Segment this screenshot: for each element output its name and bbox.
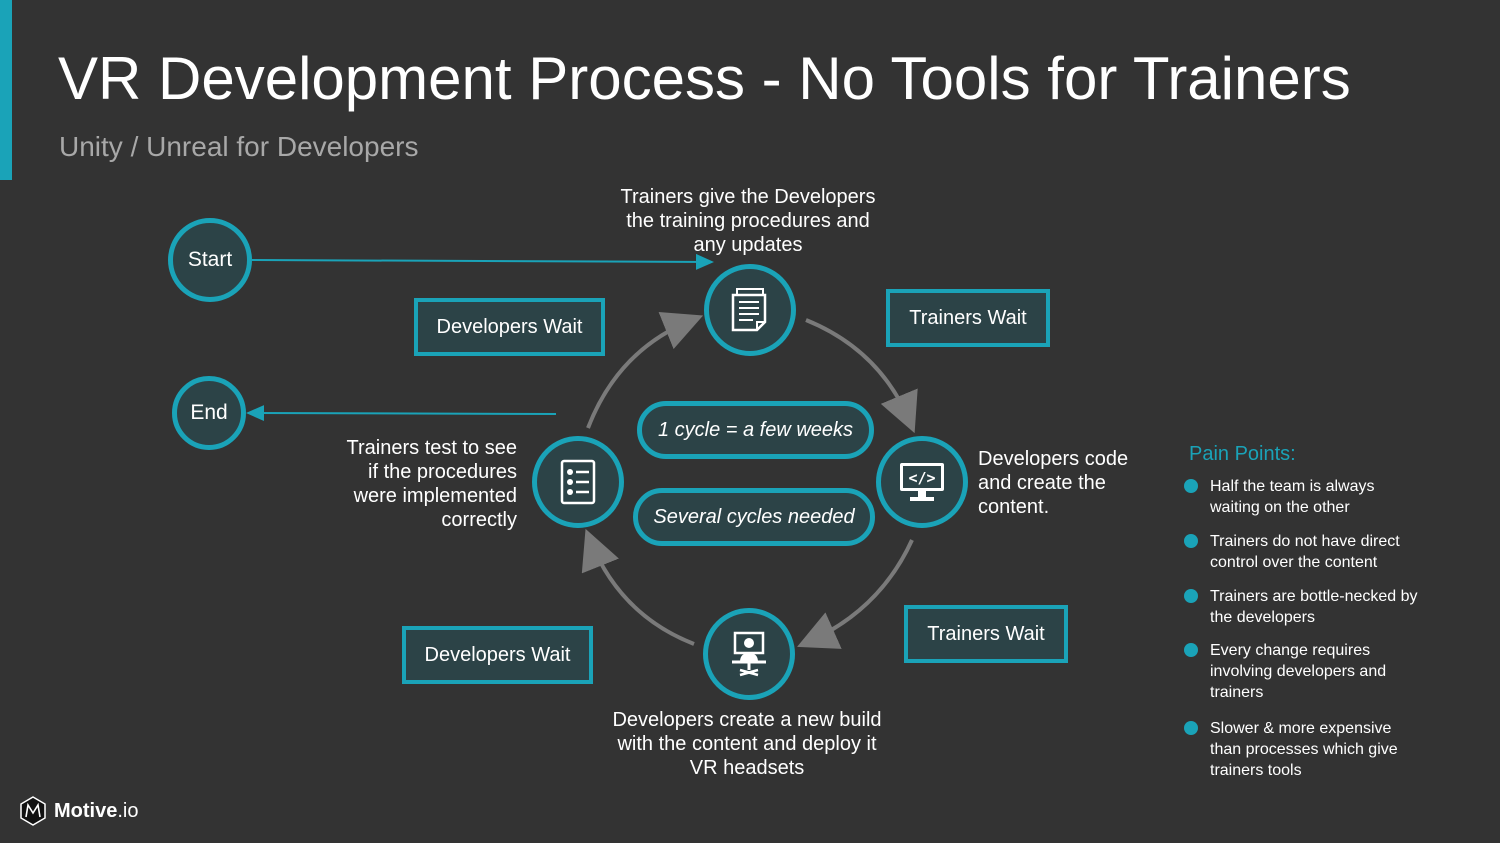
motive-logo-icon [20,796,46,826]
arc-bottom-left [581,528,695,646]
slide-title: VR Development Process - No Tools for Tr… [58,45,1351,112]
trainers-wait-bottom: Trainers Wait [904,605,1068,663]
bullet-dot [1184,589,1198,603]
code-monitor-icon: </> [876,436,968,528]
logo-name: Motive [54,799,118,822]
step-developers-code: Developers code and create the content. [978,448,1129,518]
bullet-dot [1184,479,1198,493]
step-developers-build: Developers create a new build with the c… [612,709,882,779]
end-arrow [246,405,557,422]
bullet-dot [1184,534,1198,548]
accent-bar [0,0,12,180]
developers-wait-top: Developers Wait [414,298,605,356]
document-icon [704,264,796,356]
arc-left-top [586,311,704,429]
step-trainers-test: Trainers test to see if the procedures w… [346,437,517,531]
step-trainers-give: Trainers give the Developers the trainin… [620,186,876,256]
start-node: Start [168,218,252,302]
motive-logo: Motive.io [18,796,138,826]
pain-points-title: Pain Points: [1189,443,1296,465]
cycle-duration-pill: 1 cycle = a few weeks [637,401,874,459]
arc-right-bottom [797,539,914,649]
bullet-dot [1184,721,1198,735]
start-arrow [251,253,714,270]
several-cycles-pill: Several cycles needed [633,488,875,546]
developer-desk-icon [703,608,795,700]
svg-text:</>: </> [908,469,935,487]
slide-subtitle: Unity / Unreal for Developers [59,131,419,162]
checklist-icon [532,436,624,528]
end-node: End [172,376,246,450]
trainers-wait-top: Trainers Wait [886,289,1050,347]
developers-wait-bottom: Developers Wait [402,626,593,684]
arc-top-right [805,318,918,434]
logo-suffix: .io [117,799,139,822]
bullet-dot [1184,643,1198,657]
